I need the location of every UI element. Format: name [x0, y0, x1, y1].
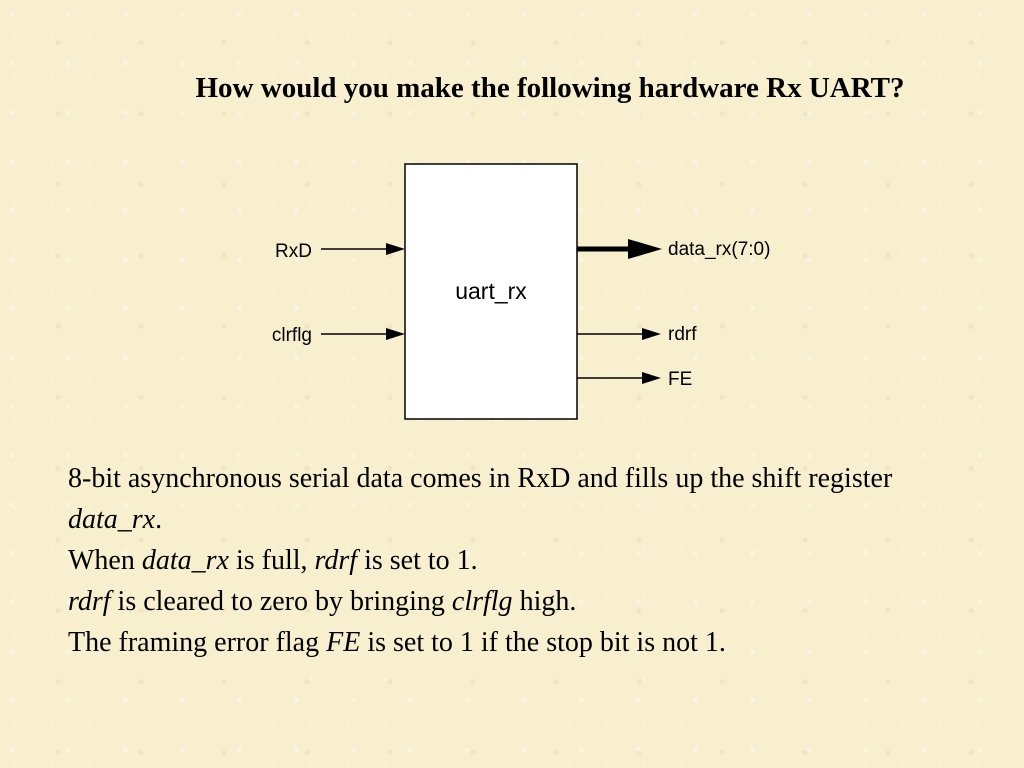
- description-line-2: When data_rx is full, rdrf is set to 1.: [68, 545, 478, 576]
- input-label-clrflg: clrflg: [272, 325, 312, 346]
- output-label-rdrf: rdrf: [668, 324, 697, 345]
- slide-title: How would you make the following hardwar…: [195, 72, 905, 104]
- description-line-4: The framing error flag FE is set to 1 if…: [68, 627, 726, 658]
- output-arrow-data-rx: [628, 239, 662, 259]
- block-label: uart_rx: [455, 278, 527, 304]
- uart-rx-block: [404, 163, 578, 420]
- output-label-fe: FE: [668, 369, 692, 390]
- output-arrow-fe: [642, 372, 661, 384]
- output-arrow-rdrf: [642, 328, 661, 340]
- description-line-1: 8-bit asynchronous serial data comes in …: [68, 463, 893, 535]
- input-label-rxd: RxD: [275, 241, 312, 262]
- input-arrow-clrflg: [386, 328, 405, 340]
- input-arrow-rxd: [386, 243, 405, 255]
- description: 8-bit asynchronous serial data comes in …: [68, 458, 988, 663]
- description-line-3: rdrf is cleared to zero by bringing clrf…: [68, 586, 577, 617]
- output-label-data-rx: data_rx(7:0): [668, 239, 770, 260]
